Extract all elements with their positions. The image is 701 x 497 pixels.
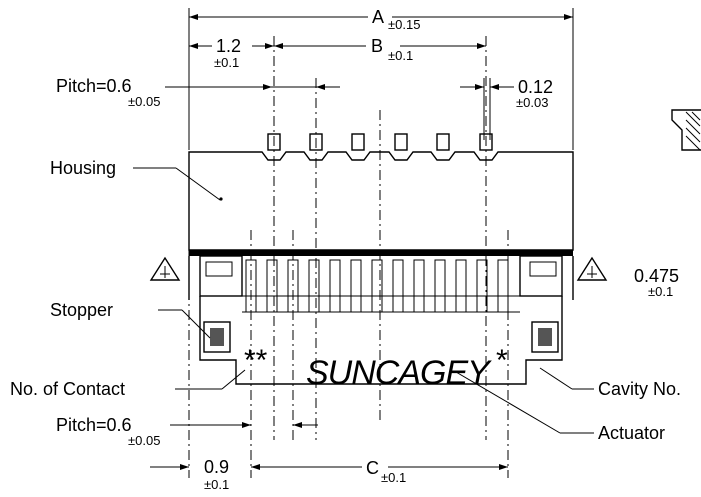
dimension-lines-top — [165, 8, 574, 150]
callout-leaders — [133, 167, 594, 434]
dimension-lines-bottom — [150, 422, 508, 470]
dim-0-9-label: 0.9 — [204, 457, 229, 477]
dim-b-label: B — [371, 36, 383, 56]
stopper-right — [531, 321, 559, 353]
dim-a-label: A — [372, 7, 384, 27]
dim-0-12-label: 0.12 — [518, 77, 553, 97]
dim-c-tolerance: ±0.1 — [381, 470, 406, 485]
contact-callout: No. of Contact — [10, 379, 125, 399]
housing-callout: Housing — [50, 158, 116, 178]
dim-c-label: C — [366, 458, 379, 478]
housing — [188, 151, 574, 251]
dim-a-tolerance: ±0.15 — [388, 17, 420, 32]
side-view-fragment — [671, 109, 701, 151]
pitch-bottom-label: Pitch=0.6 — [56, 415, 132, 435]
contact-slots — [242, 259, 520, 313]
connector-body — [188, 250, 574, 385]
top-contact-pins — [267, 133, 493, 151]
dim-1-2-tolerance: ±0.1 — [214, 55, 239, 70]
pitch-bottom-tolerance: ±0.05 — [128, 433, 160, 448]
dim-1-2-label: 1.2 — [216, 36, 241, 56]
dim-0-9-tolerance: ±0.1 — [204, 477, 229, 492]
warning-triangle-left-icon — [149, 256, 181, 281]
actuator-callout: Actuator — [598, 423, 665, 443]
warning-triangle-right-icon — [576, 256, 608, 281]
pitch-top-tolerance: ±0.05 — [128, 94, 160, 109]
dim-b-tolerance: ±0.1 — [388, 48, 413, 63]
asterisk-right: * — [496, 344, 508, 377]
cavity-callout: Cavity No. — [598, 379, 681, 399]
dim-0-475-tolerance: ±0.1 — [648, 284, 673, 299]
dim-0-475-label: 0.475 — [634, 266, 679, 286]
suncagey-logo-text: SUNCAGEY — [306, 354, 492, 392]
stopper-left — [203, 321, 231, 353]
center-lines — [188, 36, 509, 478]
dim-0-12-tolerance: ±0.03 — [516, 95, 548, 110]
stopper-callout: Stopper — [50, 300, 113, 320]
pitch-top-label: Pitch=0.6 — [56, 76, 132, 96]
asterisks-left: ** — [244, 344, 268, 377]
